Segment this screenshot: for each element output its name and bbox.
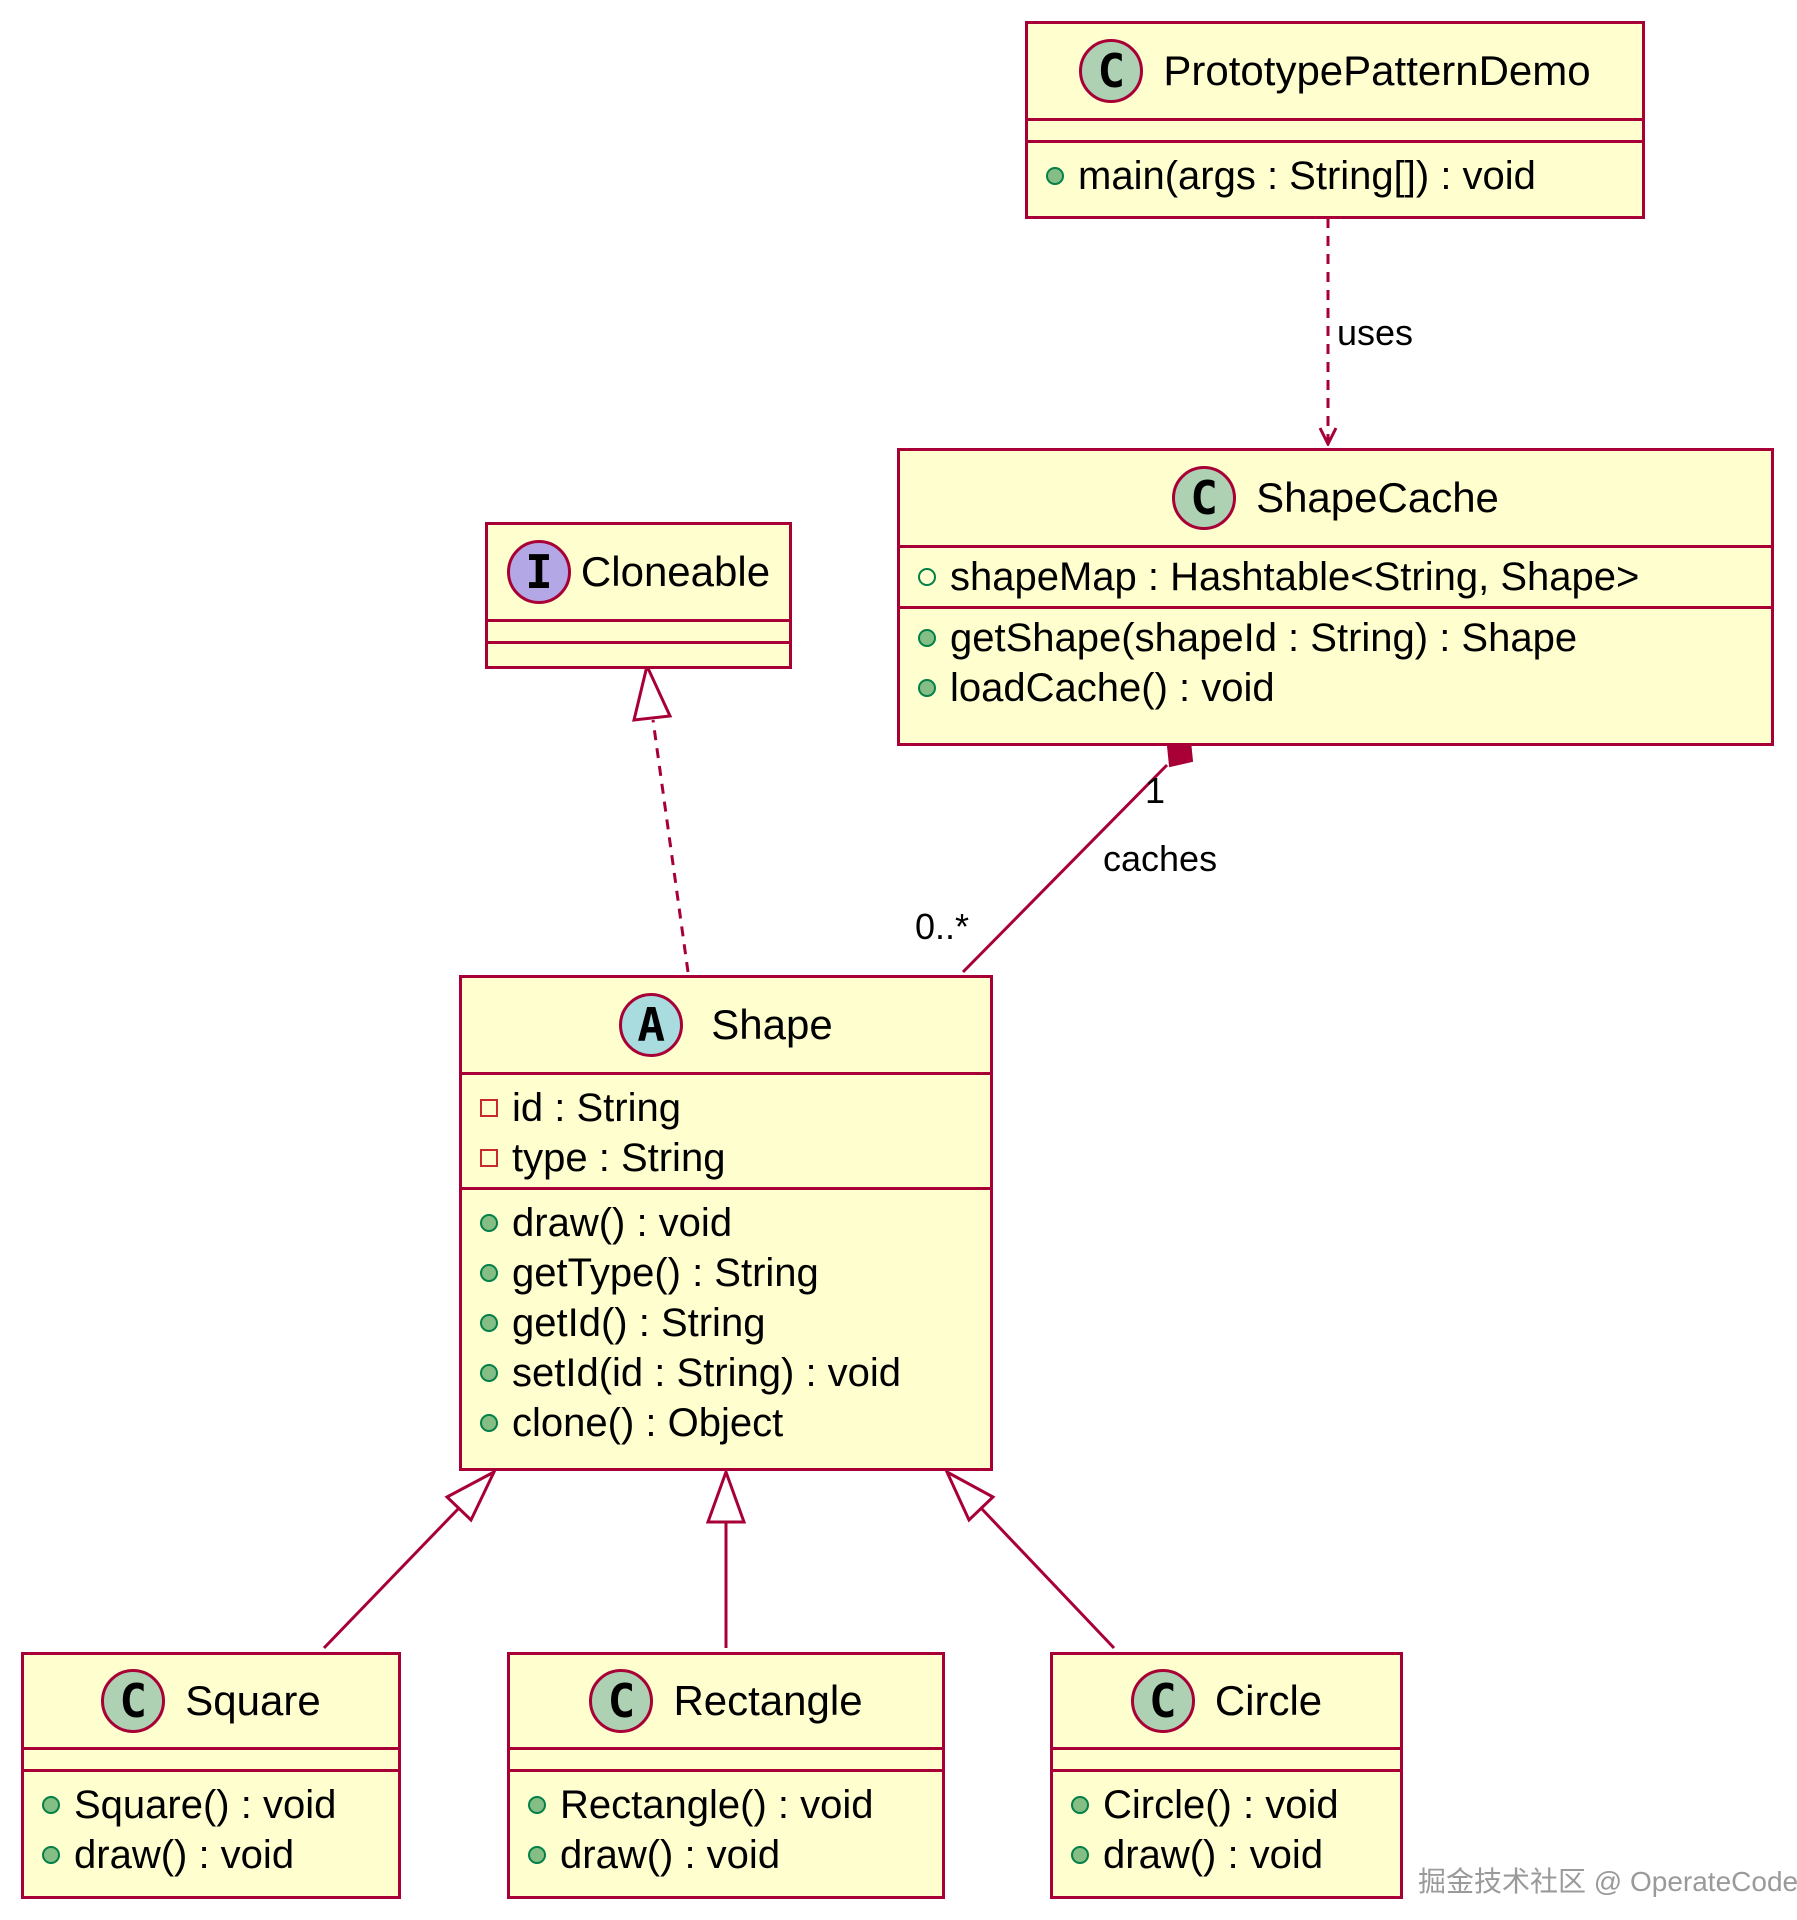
caches-label: caches (1103, 838, 1218, 879)
class-circle: C Circle Circle() : void draw() : void (1050, 1652, 1403, 1899)
rectangle-generalization-arrowhead (705, 1467, 747, 1524)
class-name: Rectangle (673, 1677, 863, 1724)
private-visibility-icon (480, 1099, 498, 1117)
public-visibility-icon (480, 1314, 498, 1332)
method-constructor: Rectangle() : void (528, 1780, 942, 1830)
composition-multiplicity-cache: 1 (1145, 770, 1166, 811)
class-name: Cloneable (580, 548, 771, 595)
interface-cloneable: I Cloneable (485, 522, 792, 669)
method-main: main(args : String[]) : void (1046, 151, 1642, 201)
method-get-shape: getShape(shapeId : String) : Shape (918, 613, 1771, 663)
class-stereotype-icon: C (101, 1669, 166, 1733)
class-prototype-pattern-demo: C PrototypePatternDemo main(args : Strin… (1025, 21, 1645, 219)
fields-compartment: id : String type : String (462, 1075, 990, 1187)
class-name: Square (185, 1677, 321, 1724)
method-draw: draw() : void (480, 1198, 990, 1248)
class-stereotype-icon: C (589, 1669, 654, 1733)
method-constructor: Square() : void (42, 1780, 398, 1830)
method-draw: draw() : void (1071, 1830, 1400, 1880)
class-name: Circle (1214, 1677, 1323, 1724)
field-type: type : String (480, 1133, 990, 1183)
public-visibility-icon (918, 679, 936, 697)
class-name: ShapeCache (1256, 474, 1499, 521)
class-header: I Cloneable (488, 525, 789, 619)
class-header: C Circle (1053, 1655, 1400, 1747)
fields-compartment: shapeMap : Hashtable<String, Shape> (900, 548, 1771, 606)
interface-stereotype-icon: I (506, 540, 571, 604)
method-get-type: getType() : String (480, 1248, 990, 1298)
field-id: id : String (480, 1083, 990, 1133)
public-visibility-icon (528, 1846, 546, 1864)
methods-compartment: main(args : String[]) : void (1028, 143, 1642, 209)
abstract-stereotype-icon: A (619, 993, 684, 1057)
public-visibility-icon (1071, 1796, 1089, 1814)
public-visibility-icon (918, 568, 936, 586)
class-stereotype-icon: C (1079, 39, 1144, 103)
class-name: PrototypePatternDemo (1163, 47, 1591, 94)
methods-compartment: Rectangle() : void draw() : void (510, 1772, 942, 1888)
class-header: C PrototypePatternDemo (1028, 24, 1642, 118)
methods-compartment: draw() : void getType() : String getId()… (462, 1190, 990, 1456)
method-constructor: Circle() : void (1071, 1780, 1400, 1830)
class-rectangle: C Rectangle Rectangle() : void draw() : … (507, 1652, 945, 1899)
realization-line (651, 719, 690, 973)
public-visibility-icon (42, 1796, 60, 1814)
class-header: C Rectangle (510, 1655, 942, 1747)
public-visibility-icon (480, 1364, 498, 1382)
public-visibility-icon (480, 1214, 498, 1232)
square-generalization-arrowhead (444, 1468, 498, 1523)
class-square: C Square Square() : void draw() : void (21, 1652, 401, 1899)
public-visibility-icon (1046, 167, 1064, 185)
watermark: 掘金技术社区 @ OperateCode (1418, 1866, 1797, 1897)
method-draw: draw() : void (42, 1830, 398, 1880)
realization-arrowhead (632, 661, 673, 722)
square-generalization-line (322, 1506, 461, 1650)
class-stereotype-icon: C (1172, 466, 1237, 530)
method-get-id: getId() : String (480, 1298, 990, 1348)
circle-generalization-line (979, 1506, 1116, 1650)
public-visibility-icon (480, 1414, 498, 1432)
uses-label: uses (1337, 312, 1414, 353)
composition-line (961, 763, 1169, 974)
method-clone: clone() : Object (480, 1398, 990, 1448)
public-visibility-icon (918, 629, 936, 647)
methods-compartment: Square() : void draw() : void (24, 1772, 398, 1888)
circle-generalization-arrowhead (943, 1468, 996, 1523)
class-stereotype-icon: C (1130, 1669, 1195, 1733)
methods-compartment: Circle() : void draw() : void (1053, 1772, 1400, 1888)
class-header: C ShapeCache (900, 451, 1771, 545)
class-name: Shape (711, 1001, 833, 1048)
private-visibility-icon (480, 1149, 498, 1167)
public-visibility-icon (1071, 1846, 1089, 1864)
abstract-class-shape: A Shape id : String type : String draw()… (459, 975, 993, 1471)
class-header: A Shape (462, 978, 990, 1072)
composition-multiplicity-shape: 0..* (915, 906, 970, 947)
class-shape-cache: C ShapeCache shapeMap : Hashtable<String… (897, 448, 1774, 746)
public-visibility-icon (480, 1264, 498, 1282)
public-visibility-icon (528, 1796, 546, 1814)
field-shape-map: shapeMap : Hashtable<String, Shape> (918, 552, 1771, 602)
public-visibility-icon (42, 1846, 60, 1864)
method-set-id: setId(id : String) : void (480, 1348, 990, 1398)
method-load-cache: loadCache() : void (918, 663, 1771, 713)
method-draw: draw() : void (528, 1830, 942, 1880)
methods-compartment: getShape(shapeId : String) : Shape loadC… (900, 609, 1771, 721)
class-header: C Square (24, 1655, 398, 1747)
